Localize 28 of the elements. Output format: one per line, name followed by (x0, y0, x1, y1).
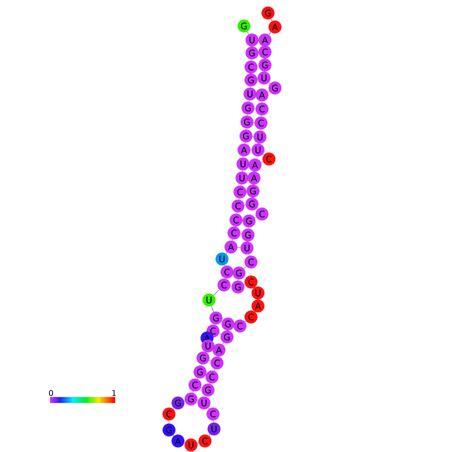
backbone-line (244, 266, 246, 269)
node-label: A (216, 346, 222, 354)
backbone-line (206, 339, 208, 345)
backbone-line (208, 332, 212, 336)
backbone-line (192, 391, 194, 393)
backbone-line (268, 82, 270, 84)
backbone-line (208, 434, 210, 436)
backbone-line (197, 442, 199, 444)
backbone-line (248, 254, 250, 256)
backbone-line (209, 360, 211, 361)
backbone-line (255, 94, 257, 95)
backbone-line (214, 290, 220, 296)
backbone-line (168, 420, 170, 424)
backbone-line (260, 161, 264, 163)
backbone-line (270, 18, 272, 22)
backbone-line (226, 252, 228, 254)
backbone-line (268, 32, 272, 35)
backbone-line (213, 420, 214, 423)
backbone-line (222, 342, 224, 345)
backbone-line (247, 32, 249, 34)
backbone-line (237, 247, 241, 248)
backbone-line (211, 306, 214, 312)
backbone-line (212, 347, 215, 349)
node-label: U (205, 342, 211, 350)
backbone-line (218, 333, 222, 335)
backbone-line (264, 45, 266, 47)
scale-label: 1 (112, 390, 116, 396)
scale-label: 0 (49, 390, 54, 396)
